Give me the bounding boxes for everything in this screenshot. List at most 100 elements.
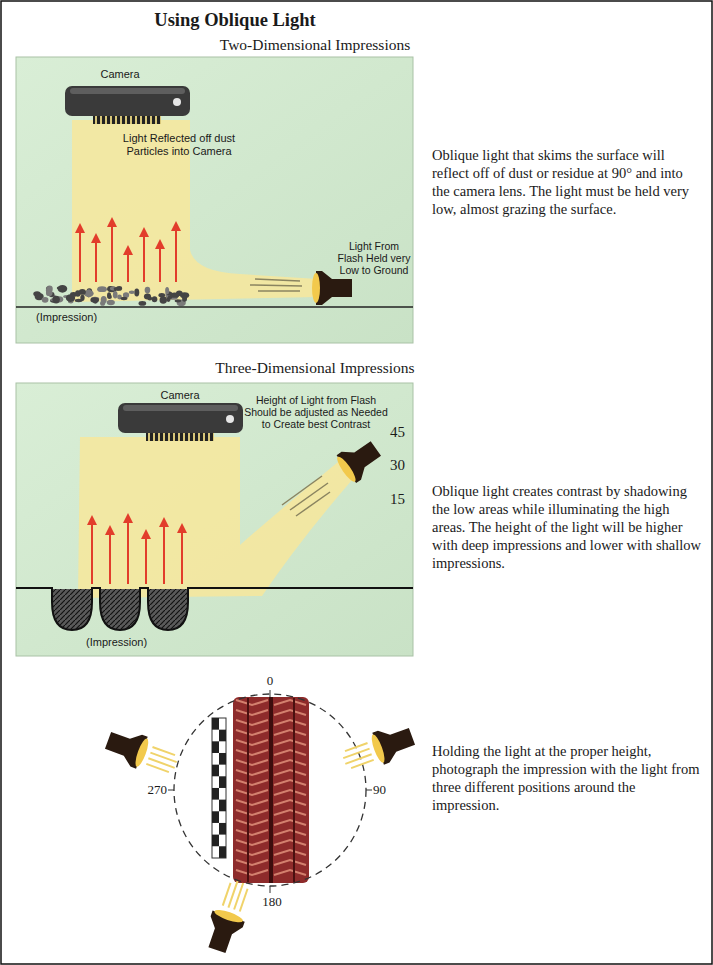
tread-pattern — [274, 700, 306, 705]
dust-particles — [144, 293, 151, 299]
tread-pattern — [274, 720, 306, 725]
scale-ruler — [212, 718, 226, 858]
tread-pattern — [274, 850, 306, 855]
scale-ruler — [219, 753, 226, 765]
reflection-arrow — [127, 250, 129, 282]
dust-particles — [80, 295, 84, 301]
light-streak — [282, 476, 330, 516]
panel-three-dimensional — [16, 383, 413, 656]
height-label: 30 — [390, 456, 410, 474]
tread-pattern — [274, 820, 306, 825]
flash-lamp — [201, 907, 246, 956]
tread-pattern — [274, 800, 306, 805]
flash-lamp — [146, 747, 178, 773]
tread-pattern — [236, 840, 268, 845]
scale-ruler — [219, 800, 226, 812]
dust-particles — [129, 291, 135, 294]
light-streak — [296, 492, 330, 516]
part-label: Camera — [150, 389, 210, 402]
angle-label: 90 — [373, 782, 403, 798]
tire-tread — [233, 697, 309, 883]
dust-particles — [175, 299, 181, 302]
panel-two-dimensional — [16, 57, 413, 343]
dust-particles — [58, 285, 68, 293]
scale-ruler — [212, 741, 219, 753]
illustration-panel: CameraLight Reflected off dust Particles… — [16, 57, 413, 343]
tread-pattern — [236, 780, 268, 785]
scale-ruler — [212, 835, 219, 847]
scale-ruler — [219, 846, 226, 858]
tread-pattern — [236, 850, 268, 855]
dust-particles — [93, 299, 98, 304]
dust-particles — [134, 289, 139, 297]
reflection-arrow — [175, 226, 177, 282]
panel-ground — [16, 57, 413, 343]
dust-particles — [42, 297, 49, 303]
position-circle — [174, 694, 366, 886]
dust-particles — [145, 287, 151, 294]
tread-pattern — [274, 780, 306, 785]
tread-pattern — [274, 870, 306, 875]
tread-pattern — [236, 830, 268, 835]
flash-lamp — [102, 724, 181, 781]
tread-pattern — [274, 730, 306, 735]
tread-pattern — [274, 830, 306, 835]
scale-ruler — [219, 823, 226, 835]
dust-particles — [33, 285, 189, 306]
reflection-arrow — [79, 228, 81, 282]
angle-label: 180 — [252, 894, 292, 910]
tread-pattern — [274, 760, 306, 765]
flash-lamp — [201, 877, 257, 956]
flash-lamp — [333, 435, 385, 486]
tread-pattern — [274, 810, 306, 815]
angle-label: 0 — [250, 673, 290, 689]
reflection-arrow — [80, 222, 176, 282]
tread-pattern — [236, 700, 268, 705]
scale-ruler — [219, 776, 226, 788]
scale-ruler — [212, 718, 219, 730]
reflection-arrow — [111, 222, 113, 282]
dust-particles — [114, 287, 121, 291]
tread-pattern — [236, 820, 268, 825]
reflection-arrow — [95, 238, 97, 282]
camera-symbol — [118, 403, 243, 441]
dust-particles — [57, 286, 65, 289]
tread-pattern — [236, 750, 268, 755]
reflection-arrow — [163, 522, 165, 584]
tread-pattern — [236, 870, 268, 875]
section-heading: Three-Dimensional Impressions — [165, 358, 465, 377]
light-streak — [250, 285, 302, 286]
tread-pattern — [274, 740, 306, 745]
reflection-arrow — [143, 232, 145, 282]
dust-particles — [182, 295, 187, 301]
tread-pattern — [236, 800, 268, 805]
callout-text: Light From Flash Held very Low to Ground — [336, 240, 412, 276]
callout-text: (Impression) — [86, 636, 166, 649]
tread-pattern — [274, 790, 306, 795]
tread-pattern — [236, 730, 268, 735]
dust-particles — [79, 289, 86, 295]
tread-groove — [247, 698, 249, 882]
tread-pattern — [274, 860, 306, 865]
dust-particles — [46, 290, 53, 296]
tread-pattern — [236, 770, 268, 775]
page-title: Using Oblique Light — [110, 9, 360, 31]
tread-pattern — [274, 770, 306, 775]
scale-ruler — [212, 718, 226, 858]
flash-lamp — [338, 720, 417, 777]
tire-impression — [102, 690, 418, 956]
callout-text: Light Reflected off dust Particles into … — [118, 132, 240, 158]
callout-text: (Impression) — [36, 311, 116, 324]
dust-particles — [107, 300, 115, 305]
light-streak — [255, 279, 300, 281]
tick — [366, 790, 372, 791]
reflection-arrow — [109, 530, 111, 584]
tread-pattern — [274, 710, 306, 715]
illustration-panel: CameraHeight of Light from Flash Should … — [16, 383, 413, 656]
dust-particles — [107, 292, 111, 298]
tread-groove — [269, 697, 273, 883]
tread-pattern — [236, 860, 268, 865]
flash-lamp — [312, 271, 352, 305]
